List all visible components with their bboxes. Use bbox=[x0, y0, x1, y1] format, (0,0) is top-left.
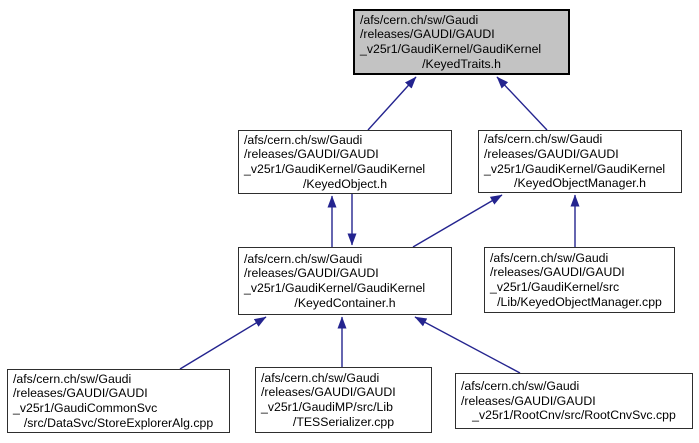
include-edge-keyed-object-h-to-keyed-traits-h bbox=[367, 76, 417, 131]
graph-node-keyed-object-manager-h[interactable]: /afs/cern.ch/sw/Gaudi/releases/GAUDI/GAU… bbox=[478, 130, 682, 193]
node-path-line: /releases/GAUDI/GAUDI bbox=[461, 393, 596, 408]
include-edge-store-explorer-alg-cpp-to-keyed-container-h bbox=[179, 316, 267, 370]
node-path-line: /Lib/KeyedObjectManager.cpp bbox=[497, 294, 662, 309]
node-path-line: /KeyedContainer.h bbox=[294, 295, 396, 310]
node-path-line: /KeyedTraits.h bbox=[422, 56, 501, 71]
node-path-line: /TESSerializer.cpp bbox=[292, 414, 395, 429]
node-path-line: _v25r1/GaudiKernel/src bbox=[490, 280, 620, 294]
node-path-line: _v25r1/RootCnv/src/RootCnvSvc.cpp bbox=[472, 408, 676, 423]
graph-node-keyed-object-h[interactable]: /afs/cern.ch/sw/Gaudi/releases/GAUDI/GAU… bbox=[238, 130, 452, 194]
node-path-line: /afs/cern.ch/sw/Gaudi bbox=[261, 370, 380, 385]
node-path-line: /afs/cern.ch/sw/Gaudi bbox=[484, 132, 603, 147]
node-path-line: /releases/GAUDI/GAUDI bbox=[244, 266, 379, 281]
include-edge-keyed-object-manager-h-to-keyed-traits-h bbox=[496, 76, 548, 131]
graph-node-keyed-container-h[interactable]: /afs/cern.ch/sw/Gaudi/releases/GAUDI/GAU… bbox=[238, 247, 452, 315]
node-path-line: _v25r1/GaudiKernel/GaudiKernel bbox=[484, 161, 666, 176]
include-edge-root-cnv-svc-cpp-to-keyed-container-h bbox=[414, 316, 521, 374]
node-path-line: _v25r1/GaudiCommonSvc bbox=[13, 401, 158, 415]
node-path-line: /KeyedObject.h bbox=[302, 176, 388, 191]
node-path-line: /releases/GAUDI/GAUDI bbox=[244, 147, 379, 162]
node-path-line: _v25r1/GaudiKernel/GaudiKernel bbox=[244, 162, 426, 176]
node-path-line: /afs/cern.ch/sw/Gaudi bbox=[244, 132, 363, 147]
graph-node-root-cnv-svc-cpp[interactable]: /afs/cern.ch/sw/Gaudi/releases/GAUDI/GAU… bbox=[455, 373, 693, 429]
node-path-line: /releases/GAUDI/GAUDI bbox=[360, 27, 495, 42]
node-path-line: _v25r1/GaudiMP/src/Lib bbox=[261, 400, 393, 414]
include-edge-keyed-container-h-to-keyed-object-manager-h bbox=[412, 194, 503, 248]
node-path-line: /afs/cern.ch/sw/Gaudi bbox=[461, 378, 580, 393]
node-path-line: /afs/cern.ch/sw/Gaudi bbox=[360, 12, 479, 27]
include-edges-group bbox=[179, 76, 580, 374]
node-path-line: /releases/GAUDI/GAUDI bbox=[490, 265, 625, 280]
node-path-line: /releases/GAUDI/GAUDI bbox=[484, 146, 619, 161]
graph-node-store-explorer-alg-cpp[interactable]: /afs/cern.ch/sw/Gaudi/releases/GAUDI/GAU… bbox=[7, 369, 230, 433]
graph-node-tes-serializer-cpp[interactable]: /afs/cern.ch/sw/Gaudi/releases/GAUDI/GAU… bbox=[255, 367, 432, 433]
node-path-line: /afs/cern.ch/sw/Gaudi bbox=[490, 250, 609, 265]
node-path-line: /src/DataSvc/StoreExplorerAlg.cpp bbox=[23, 415, 214, 430]
node-path-line: /releases/GAUDI/GAUDI bbox=[261, 385, 396, 400]
node-path-line: /KeyedObjectManager.h bbox=[514, 176, 646, 191]
node-path-line: _v25r1/GaudiKernel/GaudiKernel bbox=[244, 281, 426, 295]
node-path-line: /afs/cern.ch/sw/Gaudi bbox=[244, 251, 363, 266]
graph-node-keyed-object-manager-cpp[interactable]: /afs/cern.ch/sw/Gaudi/releases/GAUDI/GAU… bbox=[484, 247, 675, 313]
node-path-line: /afs/cern.ch/sw/Gaudi bbox=[13, 371, 132, 386]
node-path-line: /releases/GAUDI/GAUDI bbox=[13, 386, 148, 401]
graph-node-keyed-traits-h: /afs/cern.ch/sw/Gaudi/releases/GAUDI/GAU… bbox=[353, 9, 570, 75]
node-path-line: _v25r1/GaudiKernel/GaudiKernel bbox=[360, 42, 542, 56]
